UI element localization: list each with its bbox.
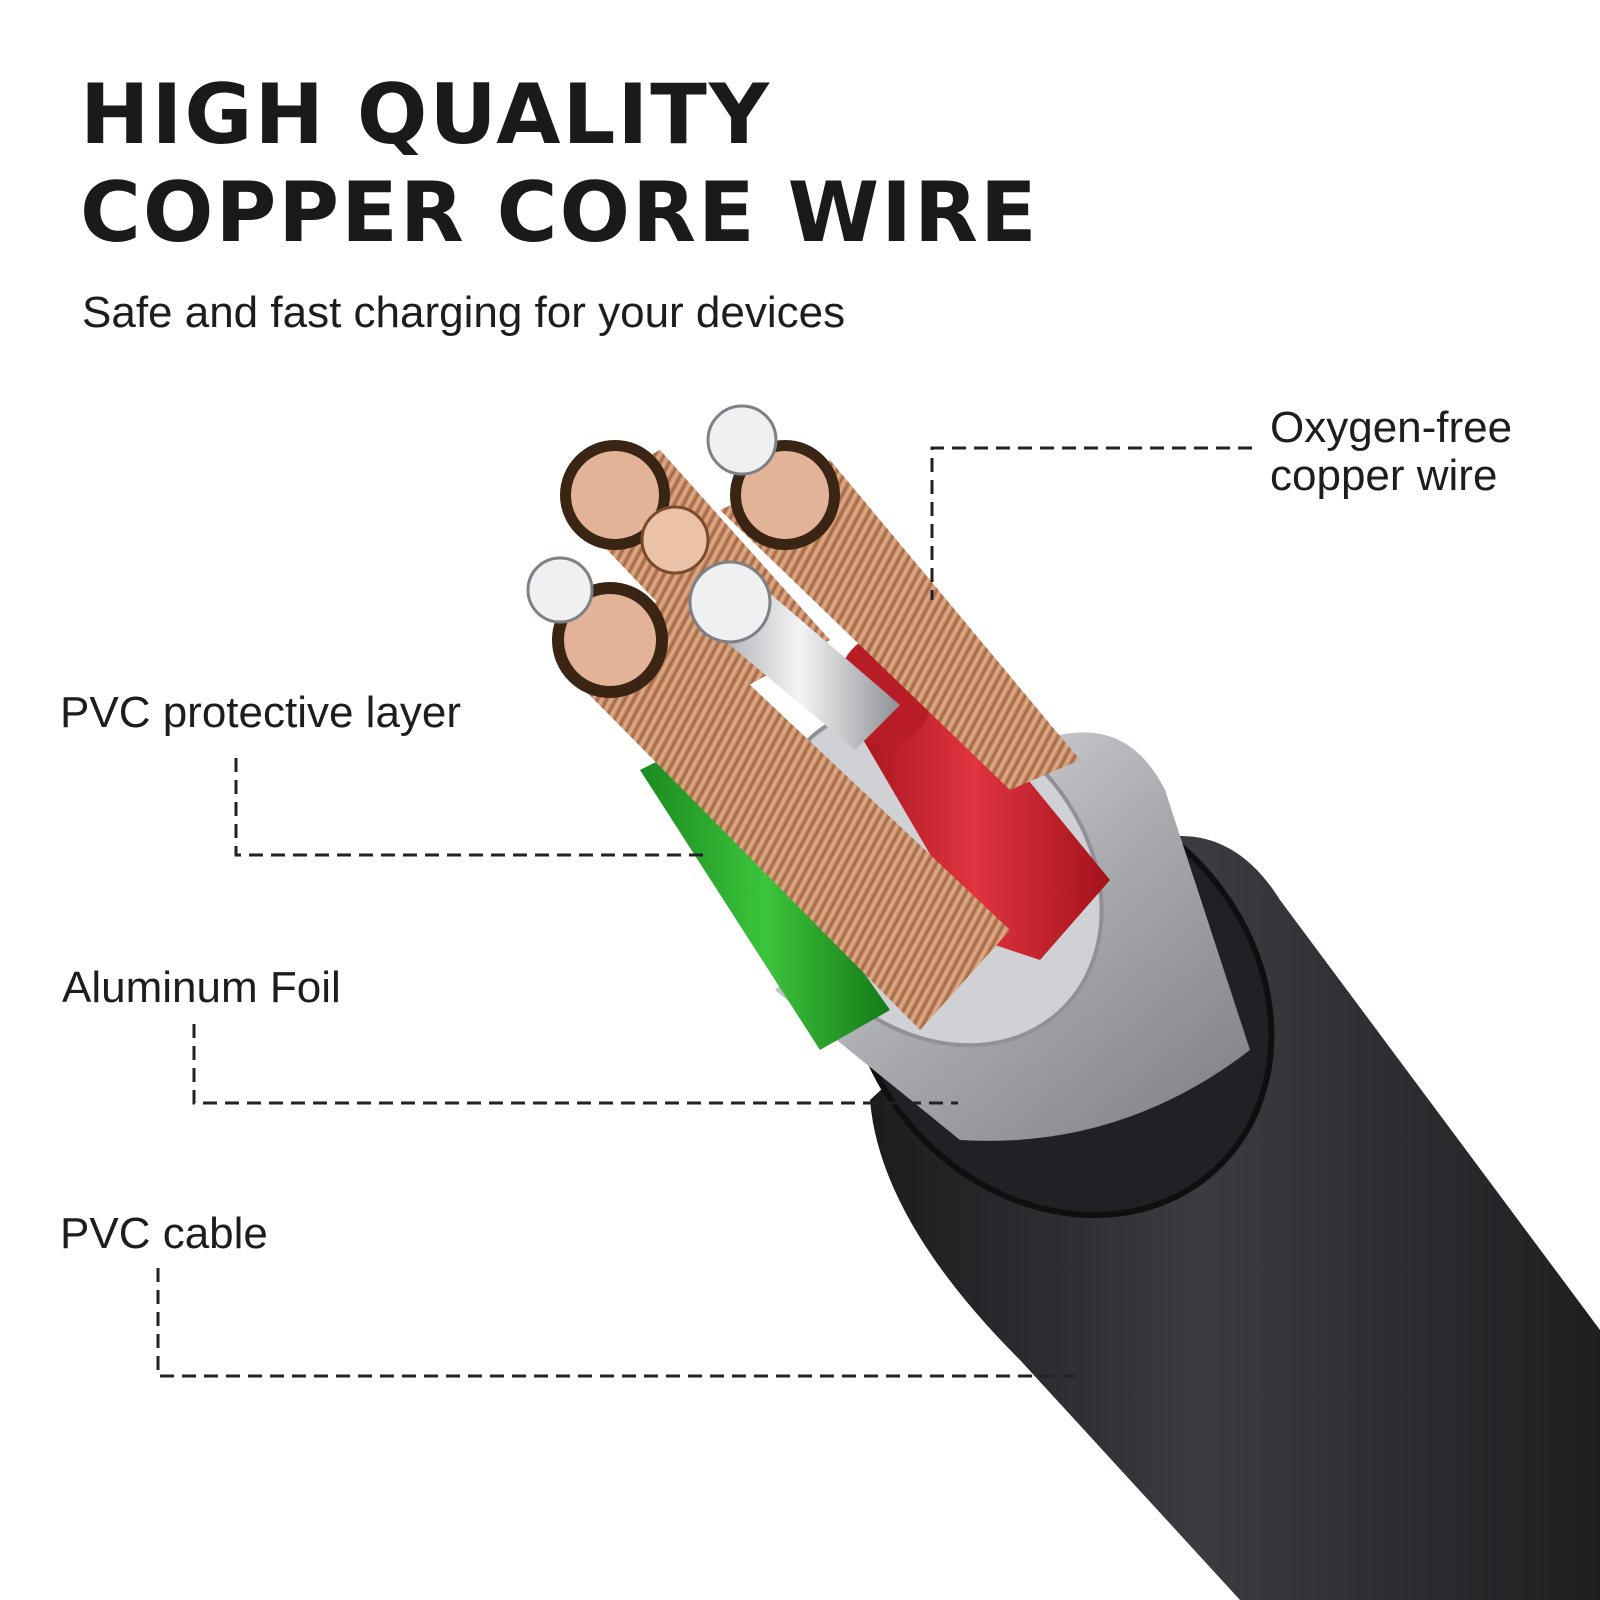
green-core xyxy=(640,740,890,1050)
leader-pvc-cable xyxy=(156,1268,1075,1378)
leader-aluminum-foil xyxy=(192,1024,958,1105)
label-oxygen-free-line-2: copper wire xyxy=(1270,451,1498,500)
headline: HIGH QUALITY COPPER CORE WIRE xyxy=(80,66,1039,262)
leader-oxygen-free-copper xyxy=(930,446,1252,600)
label-aluminum-foil: Aluminum Foil xyxy=(62,963,341,1012)
label-oxygen-free-line-1: Oxygen-free xyxy=(1270,403,1513,452)
label-pvc-protective-layer: PVC protective layer xyxy=(60,688,462,737)
subtitle: Safe and fast charging for your devices xyxy=(82,288,846,337)
headline-line-1: HIGH QUALITY xyxy=(80,66,771,163)
tinned-wire-bundles xyxy=(526,404,900,750)
label-oxygen-free-copper: Oxygen-free copper wire xyxy=(1270,404,1512,500)
leader-pvc-protective-layer xyxy=(234,758,708,857)
headline-line-2: COPPER CORE WIRE xyxy=(80,164,1039,261)
copper-wire-bundles xyxy=(552,440,1080,1030)
label-pvc-cable: PVC cable xyxy=(60,1209,268,1258)
